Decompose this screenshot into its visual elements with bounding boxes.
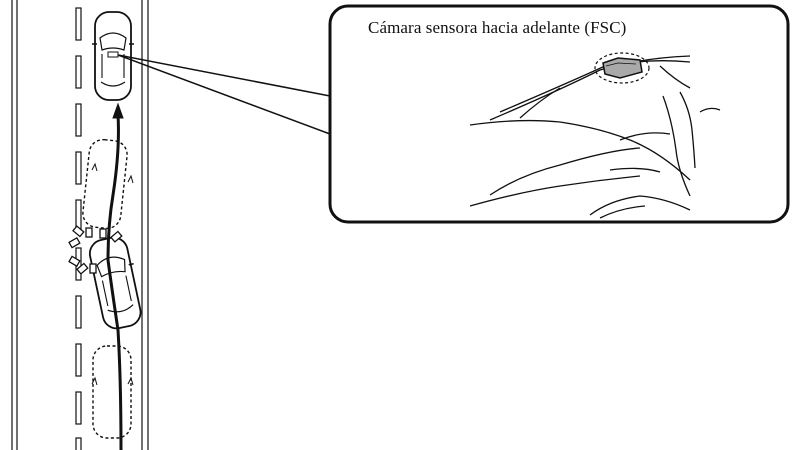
front-sensing-camera-icon [602,57,643,79]
sensor-area-outline [594,52,650,84]
ghost-vehicle-lower [92,345,132,439]
lead-vehicle-car-icon [92,11,134,101]
ghost-vehicle-upper [82,138,128,230]
warning-flash-icon [68,225,123,275]
callout-leader [117,54,331,135]
callout-box [328,4,790,224]
camera-label: Cámara sensora hacia adelante (FSC) [368,18,627,37]
vehicle-path-arrow [91,102,134,450]
own-vehicle-car-icon [88,236,142,330]
